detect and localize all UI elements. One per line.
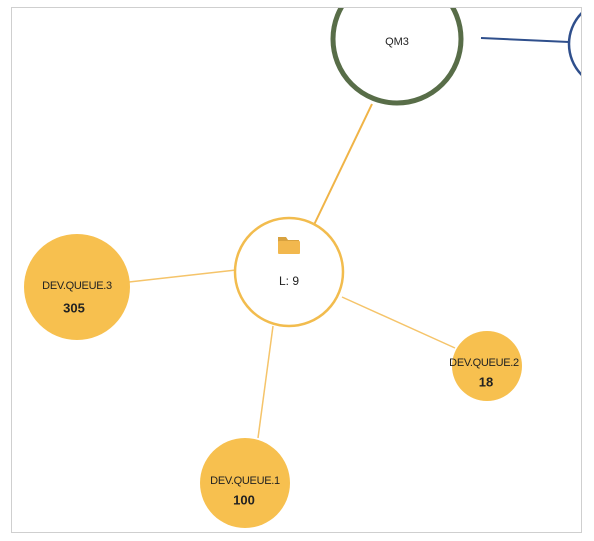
queue-group-node[interactable]: L: 9 — [233, 216, 345, 328]
queue-manager-node[interactable]: QM3 — [330, 8, 464, 106]
queue-depth-count: 18 — [479, 374, 493, 389]
queue-depth-count: 305 — [63, 300, 85, 315]
link-qm-neighbor — [480, 37, 570, 43]
topology-graph: QM3 L: 9 DEV.QUEUE.3 305 DEV.QUEUE.2 18 — [24, 8, 582, 528]
queue-node-dev-queue-2[interactable]: DEV.QUEUE.2 18 — [449, 331, 522, 401]
link-qm-group — [311, 103, 373, 230]
link-group-queue2 — [341, 296, 456, 349]
queue-group-label: L: 9 — [279, 274, 299, 288]
queue-depth-count: 100 — [233, 492, 255, 507]
link-group-queue1 — [257, 325, 274, 439]
queue-name-label: DEV.QUEUE.3 — [42, 280, 112, 292]
folder-icon — [278, 237, 300, 254]
queue-node-dev-queue-3[interactable]: DEV.QUEUE.3 305 — [24, 234, 130, 340]
queue-name-label: DEV.QUEUE.2 — [449, 357, 519, 369]
queue-node-dev-queue-1[interactable]: DEV.QUEUE.1 100 — [200, 438, 290, 528]
graph-canvas[interactable]: QM3 L: 9 DEV.QUEUE.3 305 DEV.QUEUE.2 18 — [11, 7, 582, 533]
link-group-queue3 — [128, 269, 237, 283]
queue-name-label: DEV.QUEUE.1 — [210, 475, 280, 487]
queue-manager-label: QM3 — [385, 36, 409, 48]
neighbor-queue-manager-node[interactable] — [567, 8, 582, 88]
